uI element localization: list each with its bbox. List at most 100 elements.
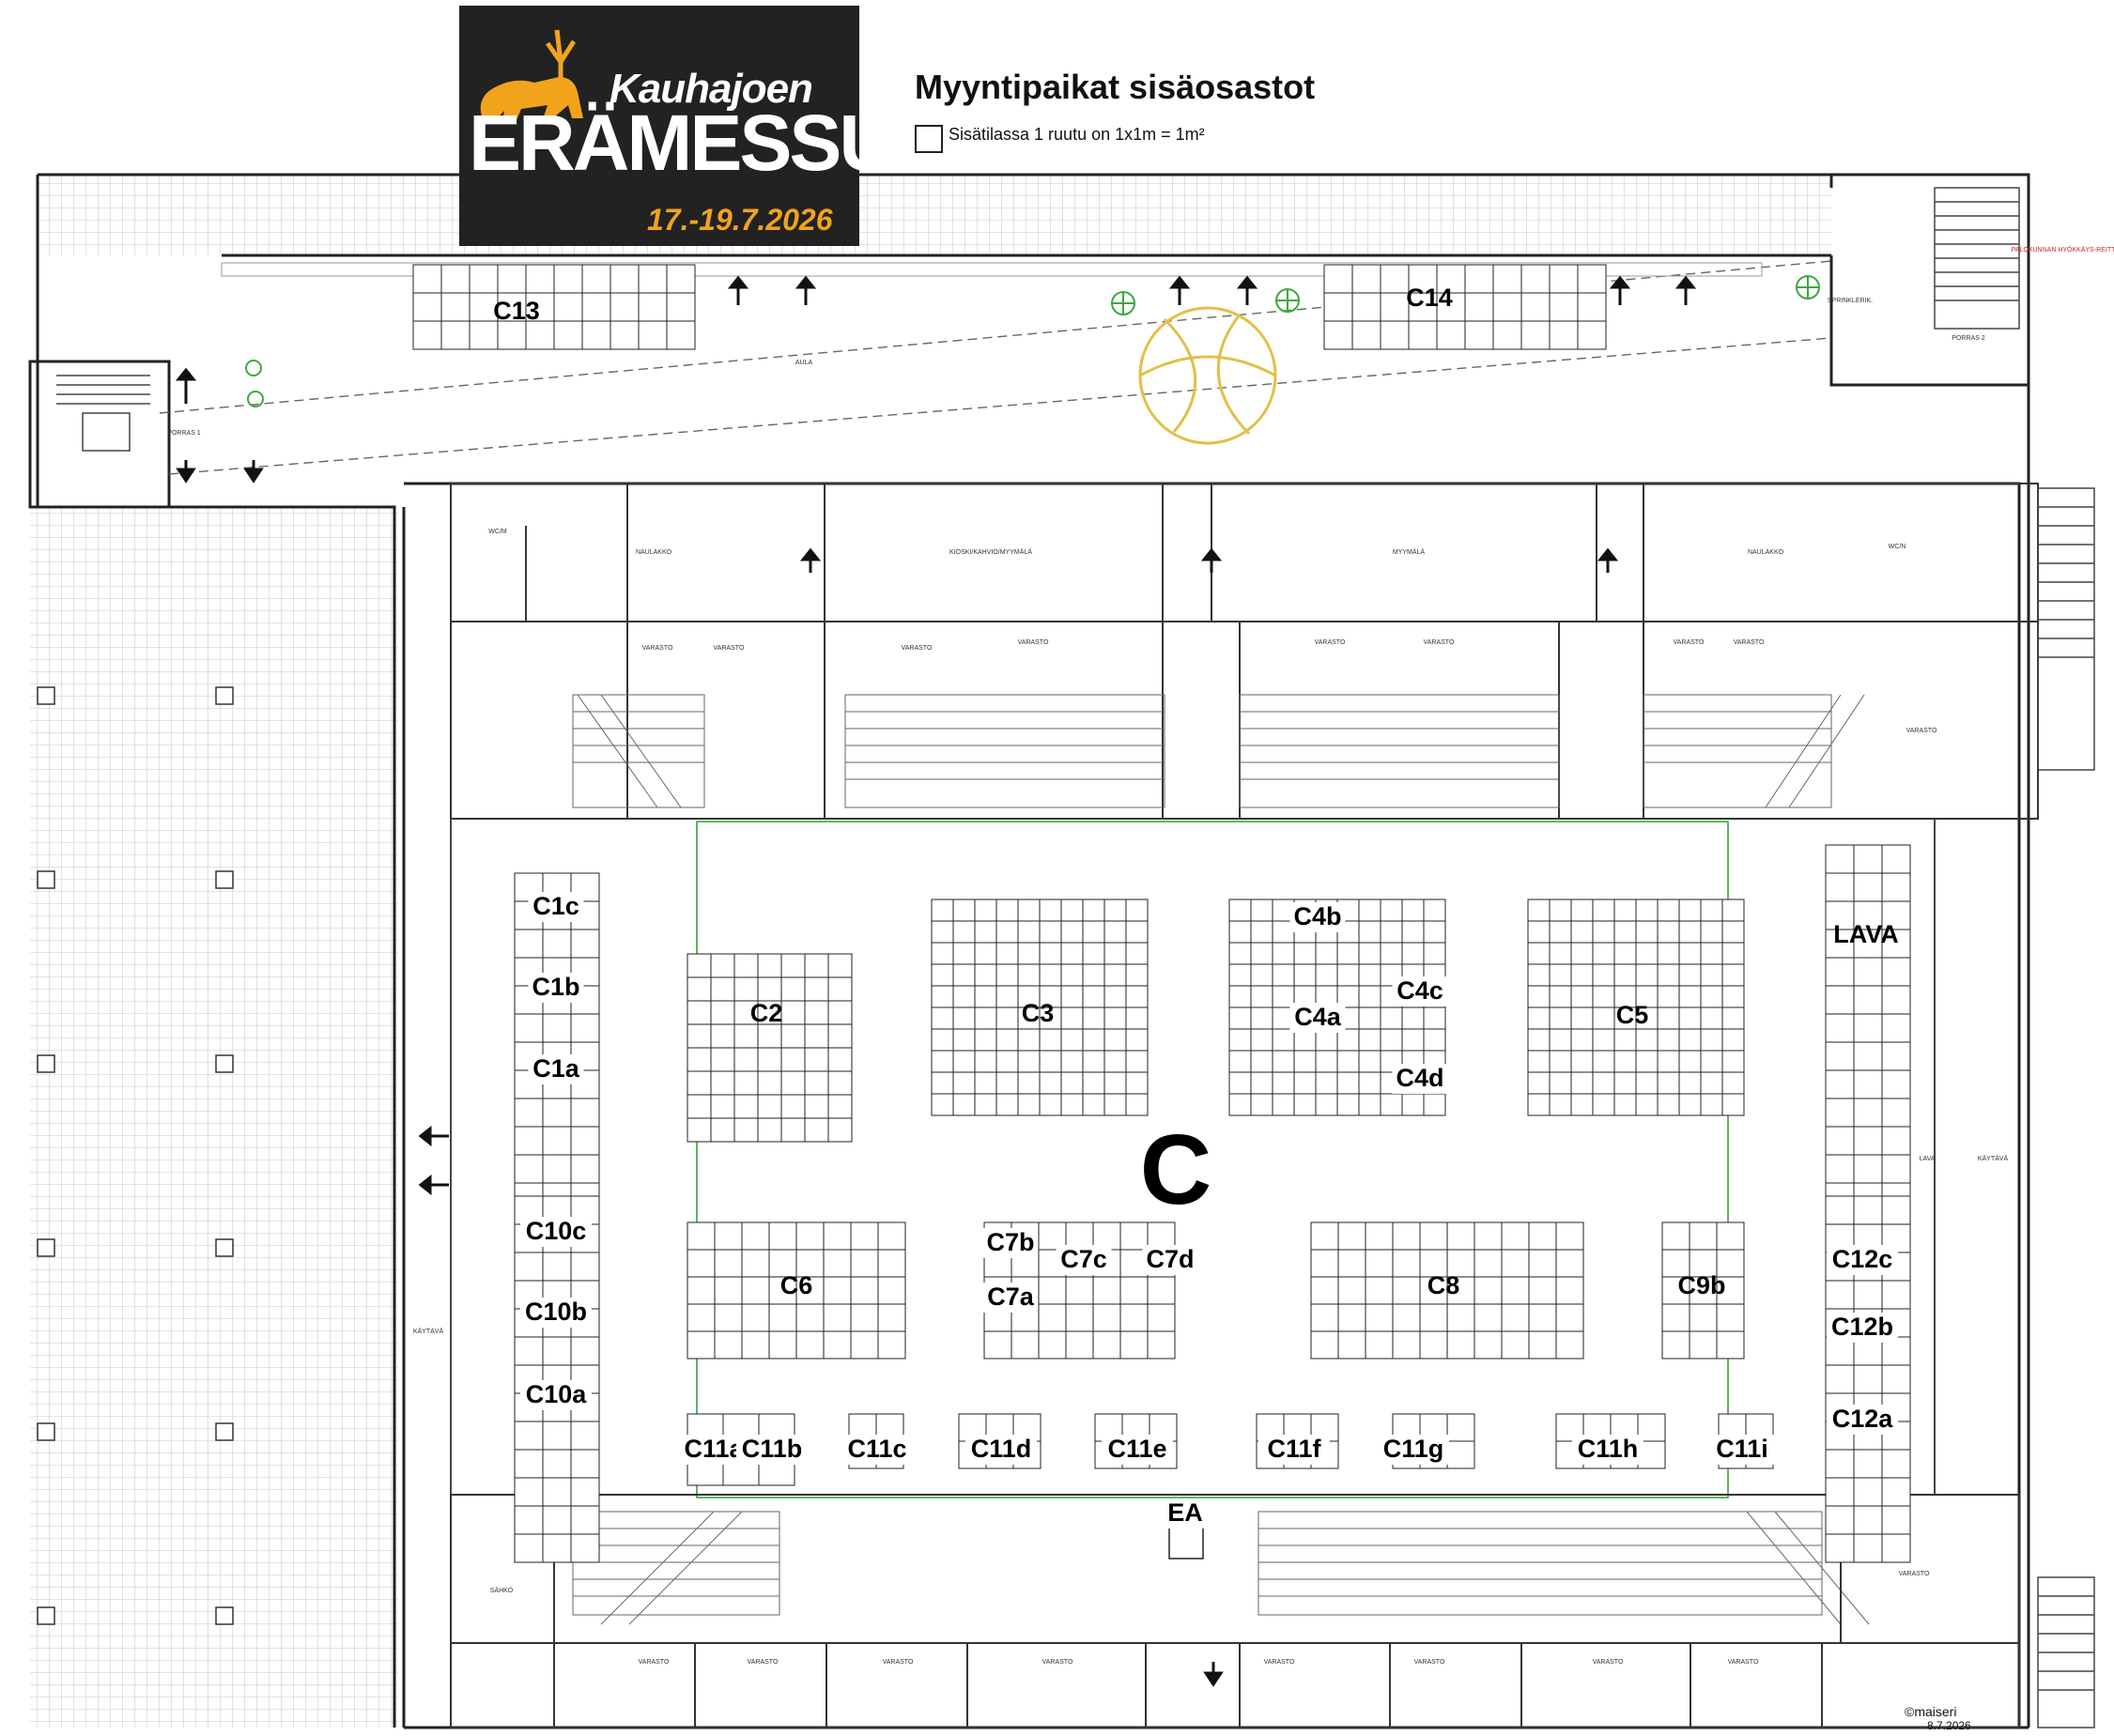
booth-cell (1577, 292, 1607, 322)
booth-cell (931, 1028, 954, 1052)
booth-cell (780, 1117, 806, 1143)
booth-cell (1315, 1093, 1338, 1116)
booth-label-bg (528, 1054, 584, 1084)
room-label: VARASTO (714, 645, 745, 652)
booth-label-c6: C6 (780, 1271, 813, 1299)
booth-cell (1103, 1050, 1127, 1073)
booth-cell (1881, 1280, 1911, 1310)
booth-cell (514, 1533, 544, 1563)
booth-cell (687, 1249, 716, 1278)
booth-cell (1721, 963, 1745, 987)
booth-cell (1570, 1093, 1594, 1116)
booth-cell (1228, 920, 1252, 944)
booth-sublabel-c12c: C12c (1832, 1245, 1893, 1273)
booth-cell (714, 1276, 743, 1305)
booth-cell (1635, 963, 1659, 987)
room-label: SPRINKLERIK. (1828, 298, 1873, 304)
booth-cell (1039, 899, 1062, 922)
booth-cell (1103, 1071, 1127, 1095)
booth-cell (1392, 1303, 1421, 1332)
booth-cell (1678, 1006, 1702, 1030)
booth-cell (733, 1117, 759, 1143)
booth-cell (780, 1000, 806, 1025)
booth-cell (714, 1303, 743, 1332)
booth-cell (1228, 963, 1252, 987)
booth-cell (1592, 920, 1615, 944)
main-hall-frame (696, 821, 1729, 1498)
booth-cell (1103, 1093, 1127, 1116)
booth-cell (710, 1000, 735, 1025)
booth-cell (1825, 1449, 1855, 1479)
booth-cell (757, 1000, 782, 1025)
booth-cell (514, 1477, 544, 1507)
booth-cell (1613, 1071, 1637, 1095)
booth-cell (1358, 1006, 1381, 1030)
booth-cell (1825, 1154, 1855, 1184)
booth-cell (687, 1117, 712, 1143)
booth-cell (1082, 1050, 1105, 1073)
booth-cell (542, 1533, 572, 1563)
booth-cell (1700, 942, 1723, 965)
booth-cell (542, 1477, 572, 1507)
booth-cell (1853, 1154, 1883, 1184)
booth-cell (1520, 264, 1551, 294)
booth-cell (804, 1070, 829, 1096)
booth-lava (1825, 844, 1911, 1212)
booth-cell (1678, 899, 1702, 922)
booth-cell (741, 1276, 770, 1305)
booth-cell (795, 1303, 825, 1332)
booth-cell (542, 1505, 572, 1535)
booth-cell (542, 1013, 572, 1043)
booth-sublabel-c12a: C12a (1832, 1405, 1894, 1433)
booth-cell (827, 1023, 853, 1049)
booth-cell (542, 929, 572, 959)
booth-c5 (1527, 899, 1745, 1116)
booth-cell (1436, 264, 1466, 294)
room-label: KÄYTÄVÄ (413, 1328, 444, 1335)
booth-cell (1228, 1093, 1252, 1116)
booth-cell (1147, 1330, 1176, 1360)
room-label: PORRAS 2 (1952, 335, 1985, 342)
booth-cell (1380, 1006, 1403, 1030)
booth-cell (1125, 920, 1149, 944)
logo-top-text: Kauhajoen (610, 66, 813, 112)
booth-cell (687, 1000, 712, 1025)
booth-cell (1657, 985, 1680, 1008)
booth-cell (1358, 899, 1381, 922)
booth-cell (1700, 1006, 1723, 1030)
booth-cell (1689, 1221, 1718, 1251)
booth-cell (780, 976, 806, 1002)
booth-cell (1881, 1154, 1911, 1184)
booth-cell (1825, 985, 1855, 1015)
booth-cell (1853, 1533, 1883, 1563)
booth-cell (610, 264, 640, 294)
booth-cell (995, 1050, 1019, 1073)
booth-cell (827, 1094, 853, 1119)
booth-cell (1700, 920, 1723, 944)
booth-cell (1436, 320, 1466, 350)
basketball-icon (1138, 306, 1277, 445)
booth-cell (1549, 1071, 1572, 1095)
booth-cell (1549, 985, 1572, 1008)
booth-cell (952, 920, 976, 944)
booth-cell (1520, 320, 1551, 350)
booth-cell (1436, 292, 1466, 322)
booth-cell (1853, 1013, 1883, 1043)
booth-cell (1613, 920, 1637, 944)
booth-cell (638, 292, 668, 322)
booth-cell (1408, 320, 1438, 350)
booth-cell (1228, 1028, 1252, 1052)
booth-cell (1613, 899, 1637, 922)
booth-sublabel-c7a: C7a (987, 1283, 1035, 1311)
booth-cell (1017, 1071, 1041, 1095)
booth-cell (995, 985, 1019, 1008)
booth-cell (1060, 899, 1084, 922)
booth-cell (757, 1047, 782, 1072)
booth-cell (1017, 899, 1041, 922)
booth-cell (1337, 1249, 1366, 1278)
booth-cell (1446, 1440, 1475, 1469)
booth-cell (1039, 963, 1062, 987)
booth-cell (1657, 1050, 1680, 1073)
booth-cell (1549, 920, 1572, 944)
booth-cell (974, 985, 997, 1008)
